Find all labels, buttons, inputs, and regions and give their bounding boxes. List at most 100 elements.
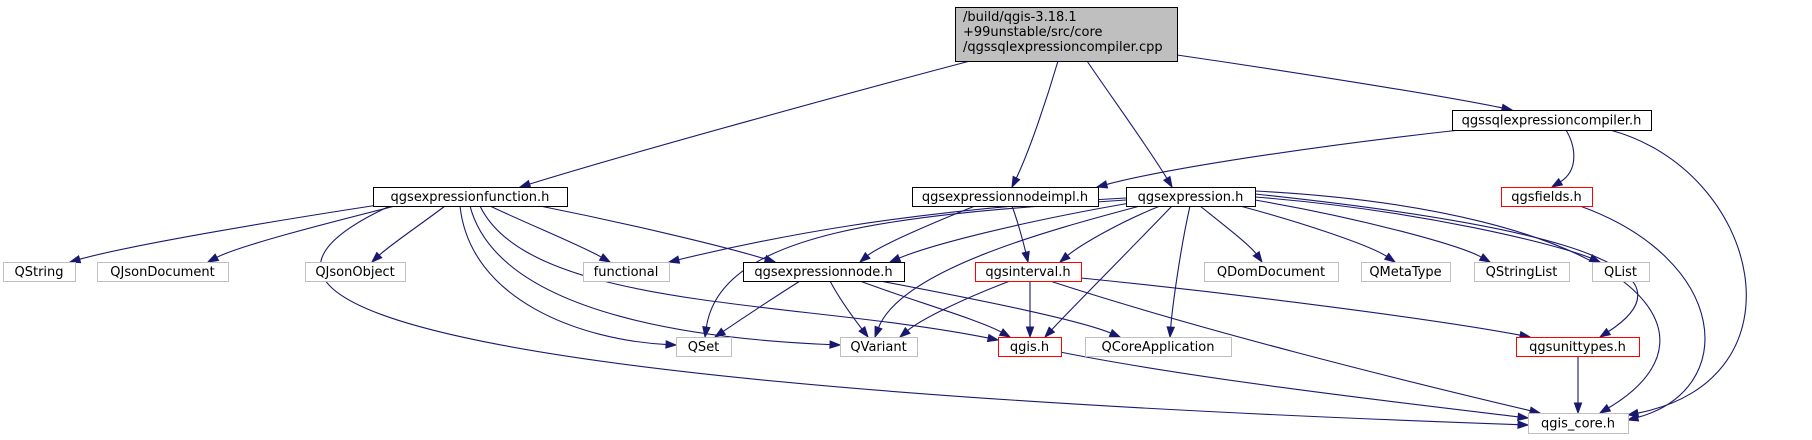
node-box xyxy=(1501,187,1593,207)
node-label: qgsexpression.h xyxy=(1138,190,1244,205)
node-qlist: QList xyxy=(1592,262,1650,282)
edge-line xyxy=(879,280,1112,334)
node-qmetatype: QMetaType xyxy=(1361,262,1451,282)
edge-line xyxy=(1080,277,1522,336)
edge-line xyxy=(1559,129,1575,183)
node-box xyxy=(373,187,568,207)
node-qgsexpressionnode-h[interactable]: qgsexpressionnode.h xyxy=(743,262,905,282)
node-qgsexpression-h[interactable]: qgsexpression.h xyxy=(1126,187,1256,207)
node-box xyxy=(1528,413,1629,434)
node-box xyxy=(840,337,918,357)
edge-line xyxy=(829,280,863,331)
node-qgssqlexpressioncompiler-h[interactable]: qgssqlexpressioncompiler.h xyxy=(1452,110,1652,131)
edge-qgsexpressionnode-h-to-qvariant xyxy=(829,280,869,339)
edge-qgsexpressionnode-h-to-qgis-h xyxy=(859,280,1012,338)
edge-line xyxy=(1254,199,1483,259)
edge-line xyxy=(1011,205,1027,254)
node-box xyxy=(305,262,406,282)
edge-line xyxy=(539,205,767,260)
node-qjsondocument: QJsonDocument xyxy=(97,262,229,282)
edge-line xyxy=(877,205,1141,329)
node-box xyxy=(912,187,1099,207)
nodes-layer: /build/qgis-3.18.1+99unstable/src/core/q… xyxy=(3,7,1652,434)
node-label: QVariant xyxy=(850,340,906,355)
edges-layer xyxy=(68,54,1747,429)
edge-qgsexpression-h-to-qgis-h xyxy=(1043,205,1173,339)
edge-qgsexpressionnode-h-to-qcoreapplication xyxy=(879,280,1122,338)
node-qdomdocument: QDomDocument xyxy=(1204,262,1339,282)
node-label: qgsinterval.h xyxy=(985,265,1070,280)
edge-arrowhead xyxy=(874,325,883,339)
node-box xyxy=(998,337,1062,357)
node-label: qgsunittypes.h xyxy=(1529,340,1626,355)
edge-arrowhead xyxy=(1588,253,1602,263)
node-qgsfields-h[interactable]: qgsfields.h xyxy=(1501,187,1593,207)
edge-arrowhead xyxy=(667,255,681,264)
node-qgsexpressionnodeimpl-h[interactable]: qgsexpressionnodeimpl.h xyxy=(912,187,1099,207)
edge-arrowhead xyxy=(1058,251,1071,263)
edge-arrowhead xyxy=(665,340,678,349)
edge-line xyxy=(479,205,990,339)
edge-line xyxy=(1105,129,1461,186)
node-qcoreapplication: QCoreApplication xyxy=(1085,337,1232,357)
edge-arrowhead xyxy=(829,340,842,349)
edge-line xyxy=(489,205,603,259)
node-functional: functional xyxy=(583,262,670,282)
edge-line xyxy=(1254,190,1661,409)
node-qset: QSet xyxy=(676,337,732,357)
edge-arrowhead xyxy=(1517,420,1530,429)
node-box xyxy=(676,337,732,357)
edge-arrowhead xyxy=(68,254,82,264)
edge-qgsexpression-h-to-qvariant xyxy=(874,205,1141,339)
edge-arrowhead xyxy=(1478,253,1492,263)
edge-arrowhead xyxy=(1517,412,1530,422)
node-label: QMetaType xyxy=(1369,265,1441,280)
edge-arrowhead xyxy=(858,251,871,263)
node-qgsinterval-h[interactable]: qgsinterval.h xyxy=(975,262,1082,282)
edge-qgsexpression-h-to-qgsunittypes-h xyxy=(1254,193,1639,338)
edge-line xyxy=(469,205,832,346)
edge-arrowhead xyxy=(713,327,727,338)
node-box xyxy=(1204,262,1339,282)
edge-line xyxy=(528,60,971,185)
node-label: qgssqlexpressioncompiler.h xyxy=(1462,114,1642,129)
node-root[interactable]: /build/qgis-3.18.1+99unstable/src/core/q… xyxy=(955,7,1178,62)
edge-arrowhead xyxy=(598,253,612,263)
node-label: /qgssqlexpressioncompiler.cpp xyxy=(963,40,1163,55)
edge-line xyxy=(1059,351,1520,418)
edge-line xyxy=(722,280,801,333)
edge-arrowhead xyxy=(858,326,869,339)
edge-arrowhead xyxy=(1095,180,1109,189)
node-box xyxy=(743,262,905,282)
edge-qgsexpressionfunction-h-to-qjsondocument xyxy=(206,205,396,263)
edge-line xyxy=(1049,280,1532,412)
edge-arrowhead xyxy=(888,253,902,263)
edge-qgis-h-to-qgis-core-h xyxy=(1059,351,1530,422)
edge-line xyxy=(1176,54,1504,109)
edge-arrowhead xyxy=(1598,327,1612,338)
edge-arrowhead xyxy=(998,328,1012,338)
node-qgsunittypes-h[interactable]: qgsunittypes.h xyxy=(1516,337,1640,357)
edge-qgsexpressionfunction-h-to-functional xyxy=(489,205,612,263)
edge-qgssqlexpressioncompiler-h-to-qgsexpressionnodeimpl-h xyxy=(1095,129,1461,189)
edge-line xyxy=(1609,129,1747,414)
node-label: QSet xyxy=(688,340,720,355)
edge-line xyxy=(1239,205,1388,258)
edge-root-to-qgsexpression-h xyxy=(1086,60,1173,189)
edge-line xyxy=(1199,205,1258,255)
edge-line xyxy=(378,205,446,257)
node-qstring: QString xyxy=(3,262,76,282)
edge-qgsexpression-h-to-qgsexpressionnode-h xyxy=(888,202,1131,263)
node-qgsexpressionfunction-h[interactable]: qgsexpressionfunction.h xyxy=(373,187,568,207)
edge-line xyxy=(1254,193,1639,333)
node-box xyxy=(1452,110,1652,131)
edge-qgsinterval-h-to-qvariant xyxy=(898,280,1011,338)
edge-qgsexpression-h-to-qstringlist xyxy=(1254,199,1492,263)
node-box xyxy=(955,7,1178,62)
edge-qgsexpressionfunction-h-to-qgis-core-h xyxy=(319,205,1530,429)
node-qvariant: QVariant xyxy=(840,337,918,357)
node-box xyxy=(1126,187,1256,207)
edge-qgsunittypes-h-to-qgis-core-h xyxy=(1573,355,1583,415)
node-qgis-h[interactable]: qgis.h xyxy=(998,337,1062,357)
